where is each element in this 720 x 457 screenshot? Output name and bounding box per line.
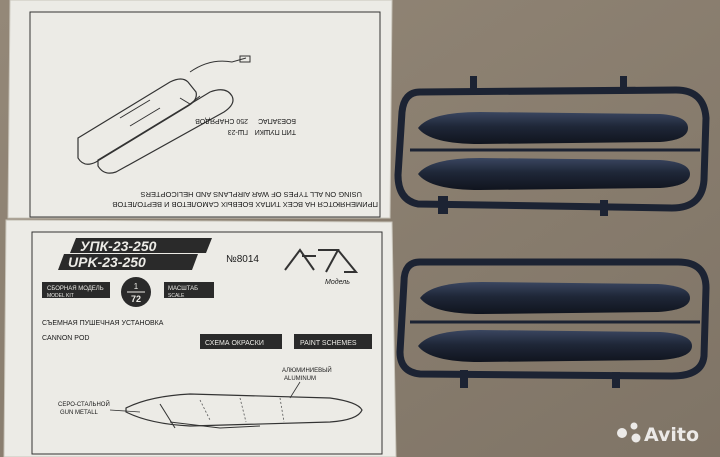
avito-logo-icon	[617, 428, 627, 438]
sprue-frame-1	[394, 76, 710, 216]
gun-type-value: ГШ-23	[228, 128, 248, 135]
sheet-top-line2: USING ON ALL TYPES OF WAR AIRPLANS AND H…	[141, 190, 362, 199]
sheet-top-line1: ПРИМЕНЯЮТСЯ НА ВСЕХ ТИПАХ БОЕВЫХ САМОЛЕТ…	[112, 200, 378, 209]
ammo-label: БОЕЗАПАС	[258, 117, 296, 124]
sprue-frame-2	[396, 258, 710, 388]
rocket-pod-part-1	[418, 112, 688, 144]
pod-illustration-top	[77, 55, 251, 174]
scale-label-ru: МАСШТАБ	[168, 286, 198, 292]
title-banner: УПК-23-250 UPK-23-250	[58, 238, 212, 270]
avito-watermark: Avito	[617, 422, 699, 446]
brand-caption: Модель	[325, 278, 350, 286]
title-ru: УПК-23-250	[80, 238, 157, 254]
paint-scheme-en: PAINT SCHEMES	[300, 340, 357, 347]
desc-ru: СЪЕМНАЯ ПУШЕЧНАЯ УСТАНОВКА	[42, 320, 164, 327]
label-gunmetal-en: GUN METALL	[60, 410, 99, 416]
scale-top: 1	[134, 282, 139, 291]
label-aluminium-ru: АЛЮМИНИЕВЫЙ	[282, 366, 332, 374]
pod-illustration-bottom	[125, 393, 363, 429]
ammo-value: 250 СНАРЯДОВ	[195, 117, 248, 124]
rocket-pod-part-3	[420, 282, 690, 314]
rocket-pod-part-4	[418, 330, 692, 362]
title-en: UPK-23-250	[68, 254, 146, 270]
brand-logo: Модель	[284, 248, 359, 286]
gun-type-label: ТИП ПУШКИ	[255, 128, 296, 135]
desc-en: CANNON POD	[42, 335, 89, 342]
rocket-pod-part-2	[418, 158, 690, 190]
instruction-sheet-bottom: УПК-23-250 UPK-23-250 №8014 Модель СБОРН…	[3, 219, 397, 457]
spec-text-top: ПРИМЕНЯЮТСЯ НА ВСЕХ ТИПАХ БОЕВЫХ САМОЛЕТ…	[112, 117, 378, 209]
instruction-sheet-top: ПРИМЕНЯЮТСЯ НА ВСЕХ ТИПАХ БОЕВЫХ САМОЛЕТ…	[7, 0, 393, 219]
avito-logo-text: Avito	[644, 424, 699, 446]
model-label-en: MODEL KIT	[47, 293, 74, 299]
scale-bottom: 72	[131, 294, 141, 304]
scale-label-en: SCALE	[168, 293, 185, 299]
paint-scheme-ru: СХЕМА ОКРАСКИ	[205, 340, 264, 347]
label-gunmetal-ru: СЕРО-СТАЛЬНОЙ	[58, 400, 110, 408]
label-aluminium-en: ALUMINUM	[284, 376, 316, 382]
kit-number: №8014	[226, 254, 259, 265]
model-label-ru: СБОРНАЯ МОДЕЛЬ	[47, 286, 104, 292]
